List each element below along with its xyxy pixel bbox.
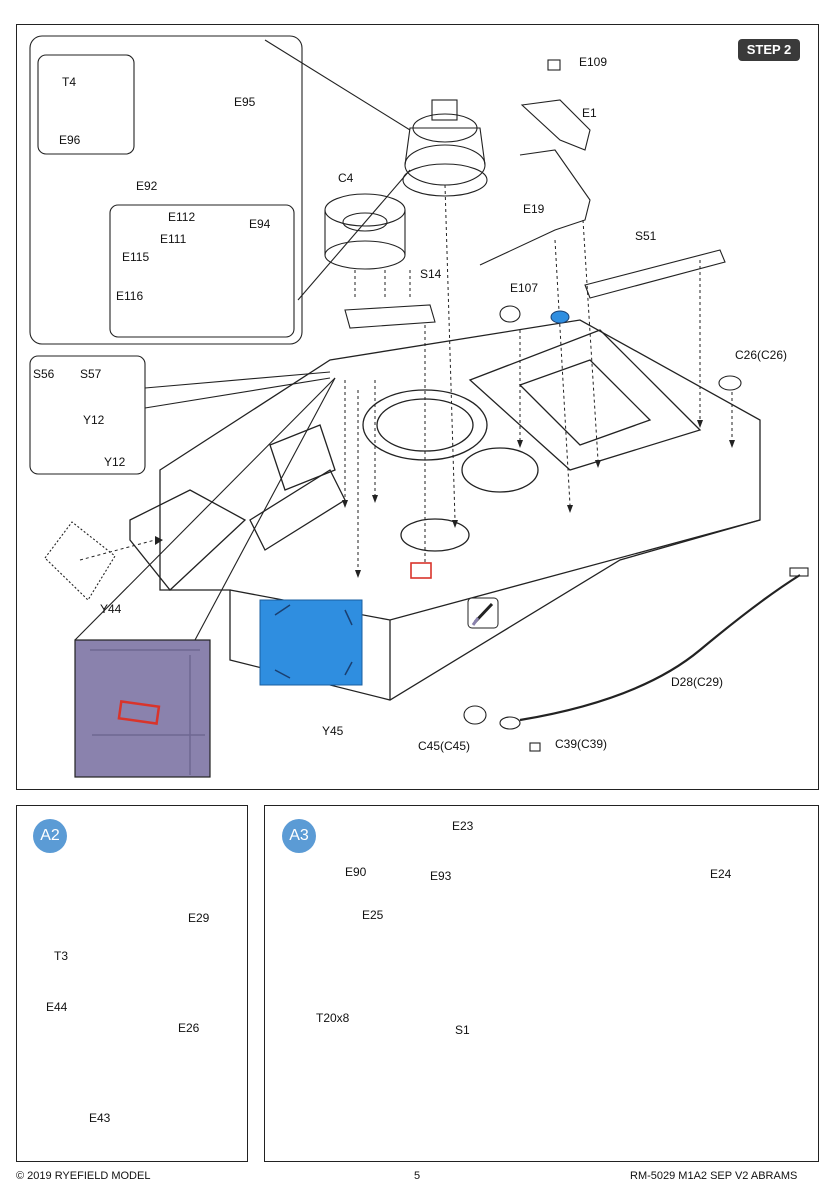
label-t20x8: T20x8: [316, 1011, 350, 1025]
label-e93: E93: [430, 869, 452, 883]
label-y12-bottom: Y12: [104, 455, 126, 469]
label-s57: S57: [80, 367, 102, 381]
label-s1: S1: [455, 1023, 470, 1037]
label-s51: S51: [635, 229, 657, 243]
label-y44: Y44: [100, 602, 122, 616]
e109-part: [547, 59, 561, 71]
label-e23: E23: [452, 819, 474, 833]
d28-cable: [519, 574, 801, 722]
y44-decal: [44, 521, 116, 601]
label-e107: E107: [510, 281, 539, 295]
cable-hook: [789, 567, 809, 577]
label-e116: E116: [116, 289, 144, 303]
a2-panel: [16, 805, 248, 1162]
a3-panel: [264, 805, 819, 1162]
e107-part: [499, 305, 521, 323]
label-e95: E95: [234, 95, 256, 109]
label-e29: E29: [188, 911, 210, 925]
label-e92: E92: [136, 179, 158, 193]
label-t4: T4: [62, 75, 77, 89]
label-y45: Y45: [322, 724, 344, 738]
label-e90: E90: [345, 865, 367, 879]
label-e25: E25: [362, 908, 384, 922]
label-e112: E112: [168, 210, 196, 224]
footer-product-code: RM-5029 M1A2 SEP V2 ABRAMS: [630, 1170, 798, 1182]
label-s56: S56: [33, 367, 55, 381]
footer-copyright: © 2019 RYEFIELD MODEL: [16, 1170, 151, 1182]
label-t3: T3: [54, 949, 69, 963]
photo-etch-marker: [410, 562, 432, 579]
label-e94: E94: [249, 217, 271, 231]
a3-badge: A3: [282, 819, 316, 853]
label-c39: C39(C39): [555, 737, 608, 751]
step-badge: STEP 2: [738, 39, 800, 61]
s14-plate: [344, 304, 436, 329]
e1-part: [520, 99, 591, 151]
label-d28: D28(C29): [671, 675, 724, 689]
c26-part: [718, 375, 742, 391]
inset-photo: [74, 639, 211, 778]
label-e43: E43: [89, 1111, 111, 1125]
periscope-callout-box: [29, 355, 146, 475]
a2-badge: A2: [33, 819, 67, 853]
turret-body-drawing: [129, 319, 761, 701]
e19-rail: [479, 149, 591, 266]
label-y12-top: Y12: [83, 413, 105, 427]
c4-drum-drawing: [324, 193, 406, 270]
mount-callout-box: [109, 204, 295, 338]
turret-ring-callout-box: [29, 35, 303, 345]
s51-bar: [584, 249, 726, 299]
cable-eye: [499, 716, 521, 730]
footer-page-number: 5: [414, 1170, 421, 1182]
c45-part: [463, 705, 487, 725]
label-e115: E115: [122, 250, 150, 264]
blue-part: [550, 310, 570, 324]
label-c26: C26(C26): [735, 348, 788, 362]
t4-callout-box: [37, 54, 135, 155]
label-s14: S14: [420, 267, 442, 281]
label-e44: E44: [46, 1000, 68, 1014]
label-e1: E1: [582, 106, 597, 120]
label-e109: E109: [579, 55, 608, 69]
hatch-assembly-drawing: [402, 99, 488, 197]
label-e19: E19: [523, 202, 545, 216]
label-e111: E111: [160, 232, 187, 246]
label-e26: E26: [178, 1021, 200, 1035]
c39-part: [529, 742, 541, 752]
label-c4: C4: [338, 171, 354, 185]
label-c45: C45(C45): [418, 739, 471, 753]
label-e24: E24: [710, 867, 732, 881]
label-e96: E96: [59, 133, 81, 147]
